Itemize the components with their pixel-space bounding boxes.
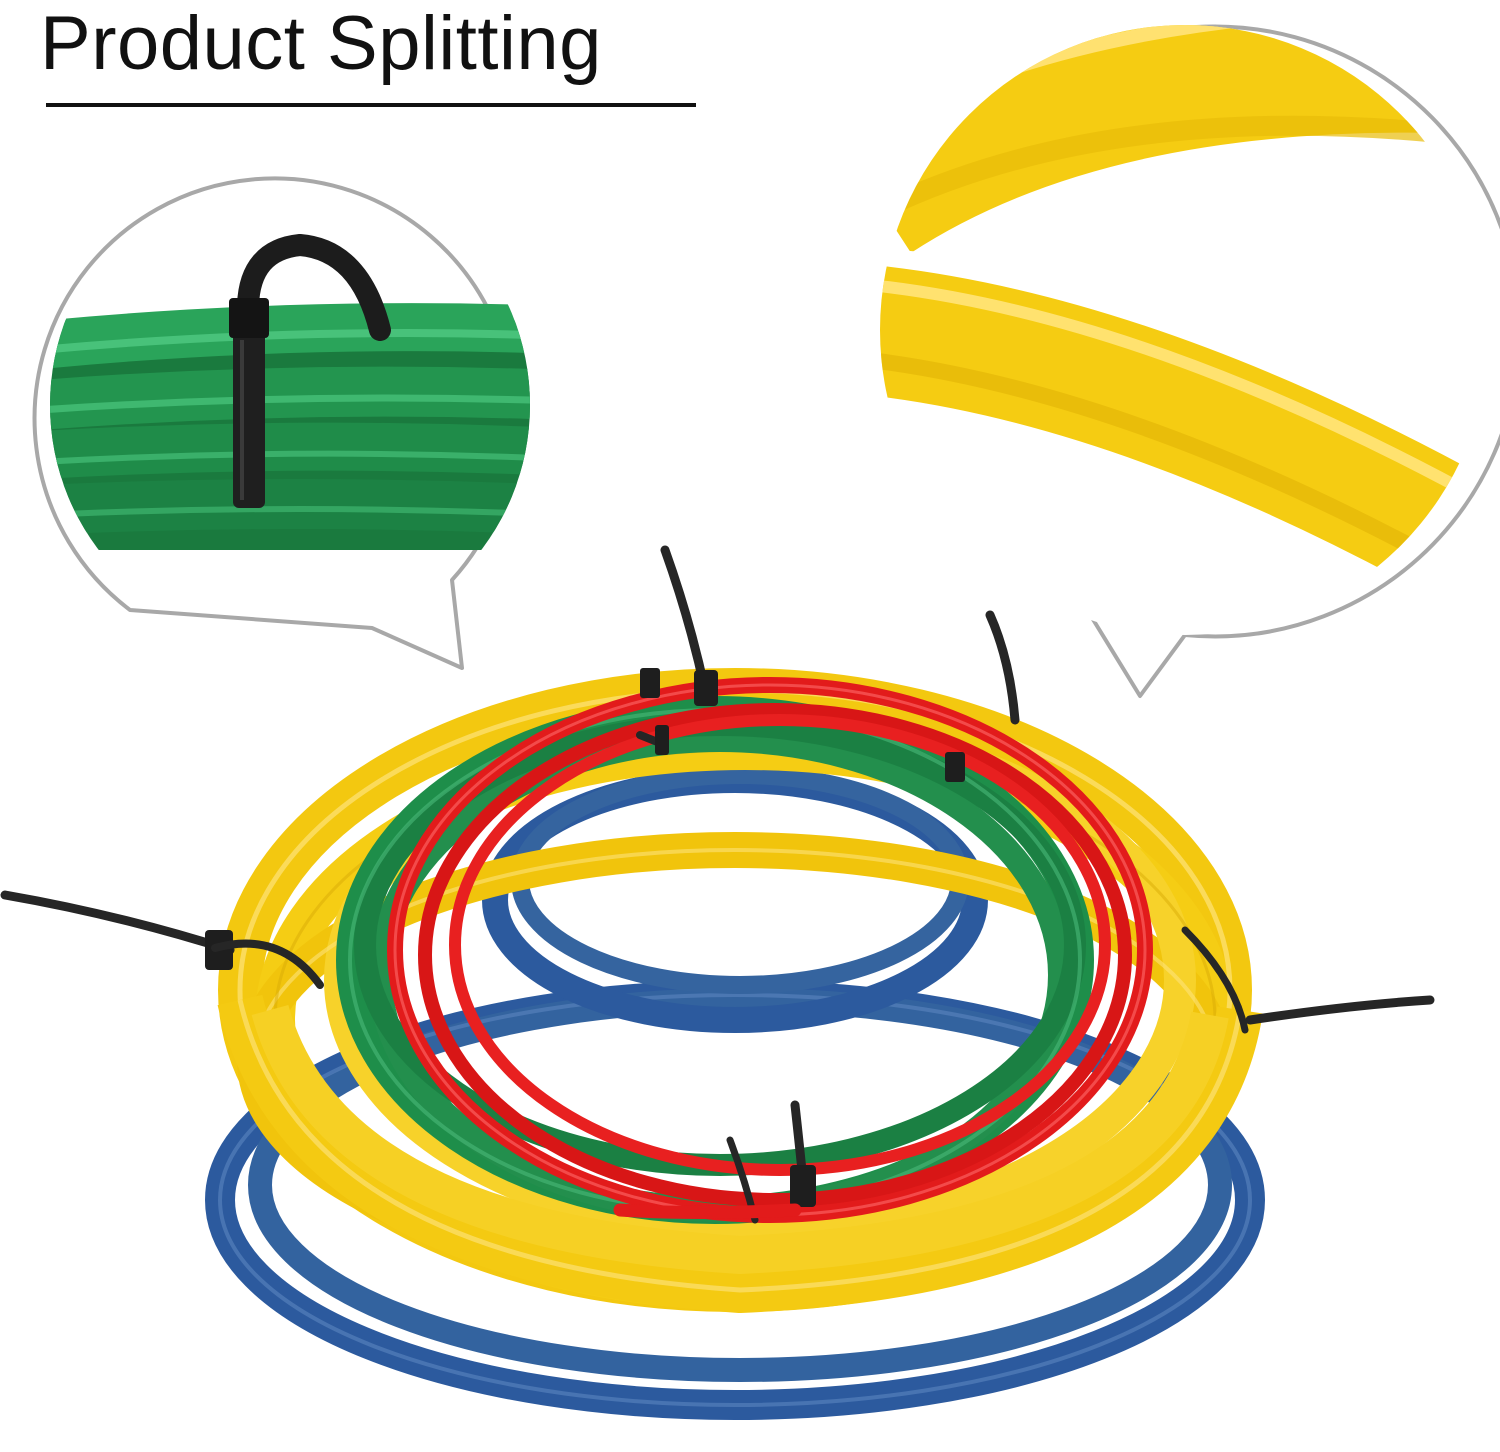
green-tube-closeup xyxy=(50,233,530,550)
callout-bubble-yellow xyxy=(880,24,1500,698)
page-title: Product Splitting xyxy=(40,1,602,86)
yellow-tube-front xyxy=(217,994,1263,1314)
tube-coils xyxy=(0,545,1435,1420)
title-underline xyxy=(46,103,696,107)
callout-bubble-green xyxy=(32,176,530,670)
red-tube-end xyxy=(613,1203,802,1219)
blue-tube-coil xyxy=(205,766,1265,1420)
